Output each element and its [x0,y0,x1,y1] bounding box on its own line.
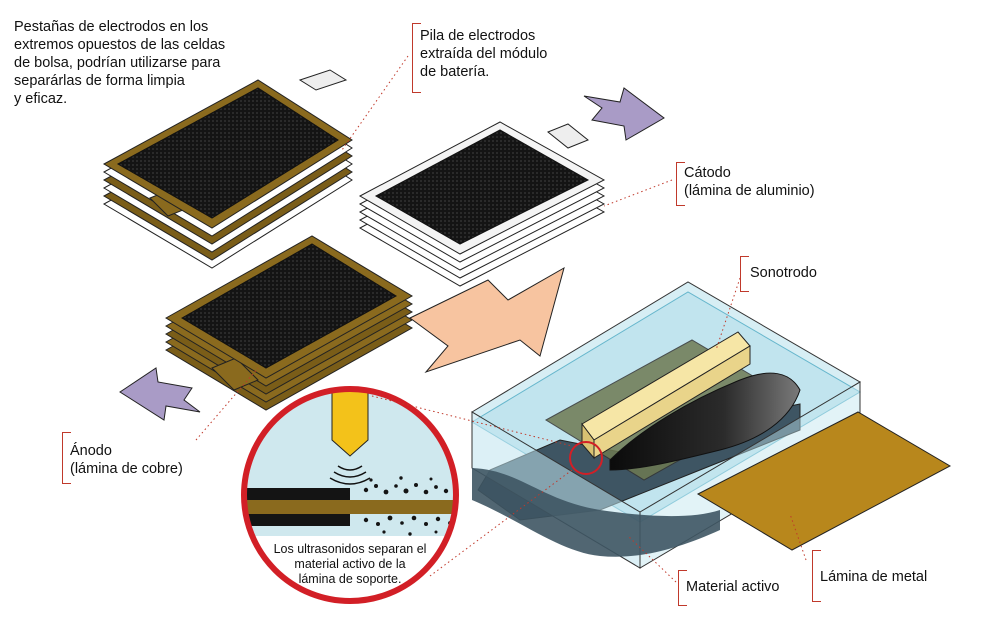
active-material-bracket [678,570,679,606]
tabs-note: Pestañas de electrodos en los extremos o… [14,18,264,108]
sonotrode-bracket [740,256,741,292]
metal-foil-bracket [812,550,813,602]
purple-arrow-left [120,368,200,420]
stack-label: Pila de electrodos extraída del módulo d… [420,27,580,81]
inset-caption: Los ultrasonidos separan el material act… [254,542,446,587]
anode-label: Ánodo (lámina de cobre) [70,442,210,478]
cathode-bracket [676,162,677,206]
stack-bracket [412,23,413,93]
metal-foil-label: Lámina de metal [820,568,960,586]
peach-arrow [410,268,564,372]
purple-arrow-top [584,88,664,140]
cathode-stack [360,122,604,286]
anode-bracket [62,432,63,484]
sonotrode-label: Sonotrodo [750,264,860,282]
active-material-label: Material activo [686,578,816,596]
magnified-inset [240,382,460,624]
cathode-label: Cátodo (lámina de aluminio) [684,164,844,200]
